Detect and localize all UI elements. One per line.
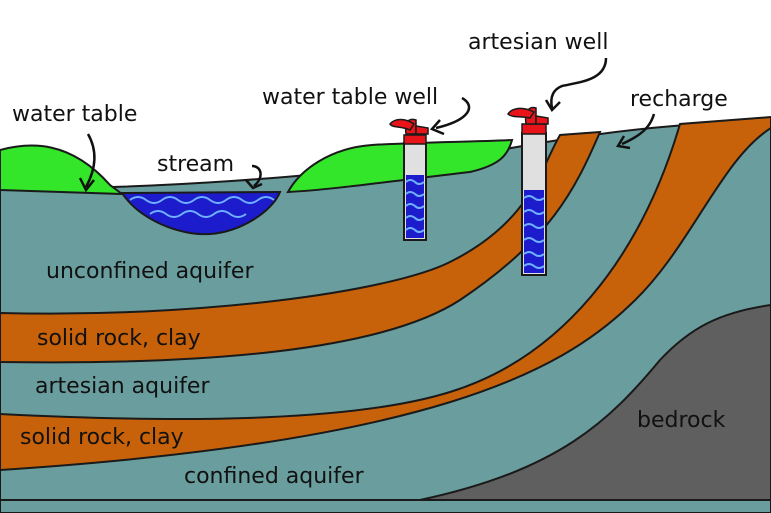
stream-waves [129,196,275,218]
water-table-well-waves [405,179,425,233]
artesian-well-arrow [550,57,608,109]
water-table-arrowhead [78,177,95,193]
label-artesian-aquifer: artesian aquifer [35,374,210,399]
label-solid-rock-clay-lower: solid rock, clay [20,425,184,450]
stream-water [120,190,282,236]
label-unconfined-aquifer: unconfined aquifer [46,259,254,284]
artesian-well-water [524,190,544,273]
label-solid-rock-clay-upper: solid rock, clay [37,326,201,351]
solid-rock-clay-lower-layer [0,115,771,472]
recharge-arrowhead [615,135,631,150]
label-stream: stream [157,152,235,177]
label-bedrock: bedrock [637,408,726,433]
label-water-table-well: water table well [262,85,439,110]
label-artesian-well: artesian well [468,30,609,55]
water-table-well-arrowhead [429,119,445,136]
grass-left-hill [0,144,126,196]
recharge-arrow [621,113,656,146]
water-table-well-pump [389,118,429,145]
bedrock-layer [419,303,771,501]
label-water-table: water table [12,102,138,127]
water-table-well-arrow [435,96,471,130]
grass-right-hill [286,138,514,194]
label-confined-aquifer: confined aquifer [184,464,364,489]
artesian-well-pump [507,106,549,135]
stream-arrowhead [245,179,263,190]
water-table-arrow [84,133,96,188]
label-recharge: recharge [630,87,728,112]
artesian-well-arrowhead [544,99,561,113]
pointer-arrows [78,57,656,193]
artesian-well-waves [523,195,545,269]
solid-rock-clay-upper-layer [0,130,602,364]
stream-arrow [251,164,262,187]
